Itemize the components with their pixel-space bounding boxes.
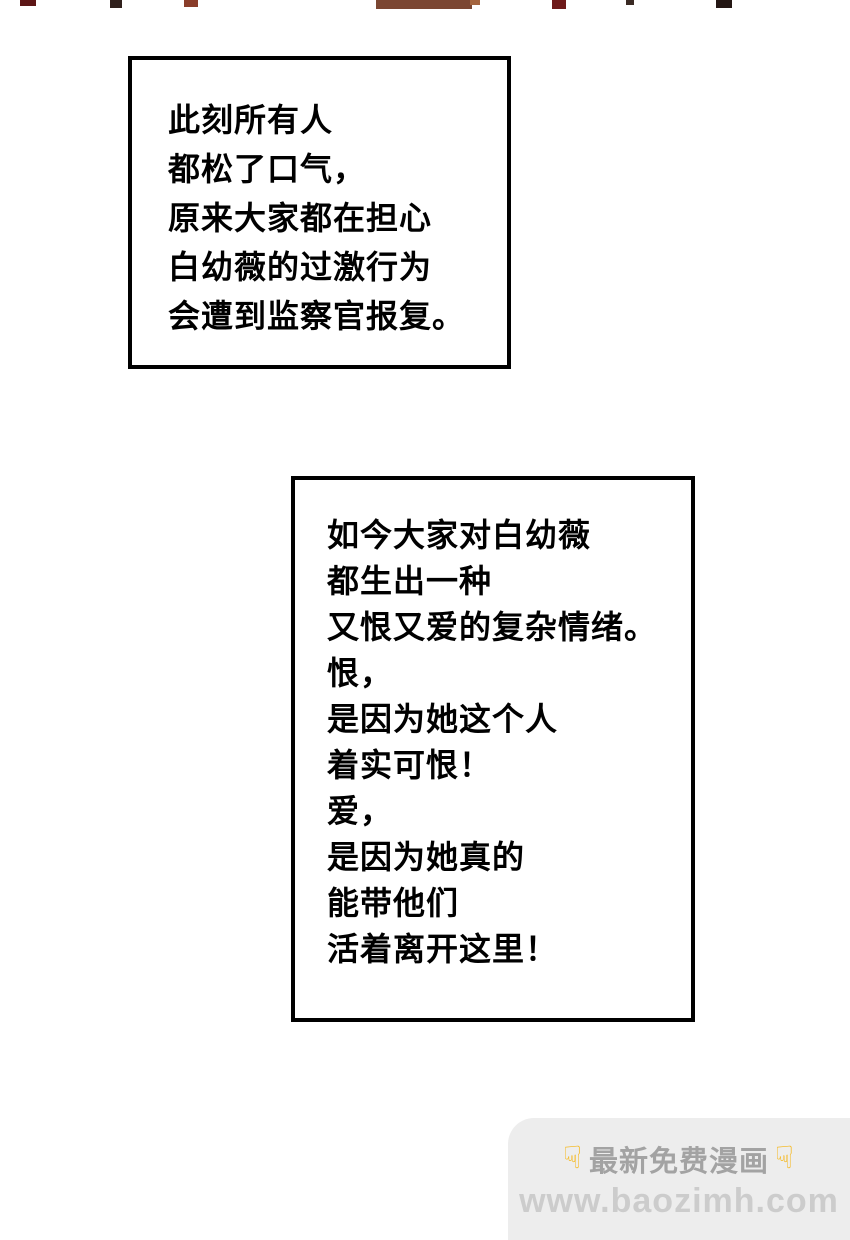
narration-line: 白幼薇的过激行为 <box>168 249 433 285</box>
watermark-url: www.baozimh.com <box>519 1181 839 1220</box>
pointing-hand-icon: ☟ <box>775 1140 795 1175</box>
narration-line: 会遭到监察官报复。 <box>168 298 466 334</box>
panel-remnant <box>110 0 122 8</box>
panel-remnant <box>376 0 472 9</box>
narration-line: 能带他们 <box>327 885 460 921</box>
narration-line: 是因为她真的 <box>327 839 526 875</box>
narration-line: 都松了口气， <box>168 151 367 187</box>
watermark-line: ☟ 最新免费漫画 ☟ <box>563 1138 795 1180</box>
narration-line: 又恨又爱的复杂情绪。 <box>327 609 658 645</box>
narration-line: 恨， <box>327 655 394 691</box>
panel-remnant <box>470 0 480 5</box>
panel-remnant <box>20 0 36 6</box>
narration-line: 此刻所有人 <box>168 102 334 138</box>
panel-remnant <box>184 0 198 7</box>
panel-remnant <box>626 0 634 5</box>
narration-line: 是因为她这个人 <box>327 701 559 737</box>
panel-remnant <box>716 0 732 8</box>
panel-remnant <box>552 0 566 9</box>
narration-line: 活着离开这里！ <box>327 931 559 967</box>
narration-line: 爱， <box>327 793 394 829</box>
watermark: ☟ 最新免费漫画 ☟ www.baozimh.com <box>508 1118 850 1240</box>
narration-box-2: 如今大家对白幼薇 都生出一种 又恨又爱的复杂情绪。 恨， 是因为她这个人 着实可… <box>291 476 695 1022</box>
narration-line: 原来大家都在担心 <box>168 200 433 236</box>
narration-line: 如今大家对白幼薇 <box>327 517 592 553</box>
narration-line: 都生出一种 <box>327 563 493 599</box>
watermark-label: 最新免费漫画 <box>588 1145 769 1178</box>
pointing-hand-icon: ☟ <box>563 1140 583 1175</box>
narration-line: 着实可恨！ <box>327 747 493 783</box>
narration-box-1: 此刻所有人 都松了口气， 原来大家都在担心 白幼薇的过激行为 会遭到监察官报复。 <box>128 56 511 369</box>
